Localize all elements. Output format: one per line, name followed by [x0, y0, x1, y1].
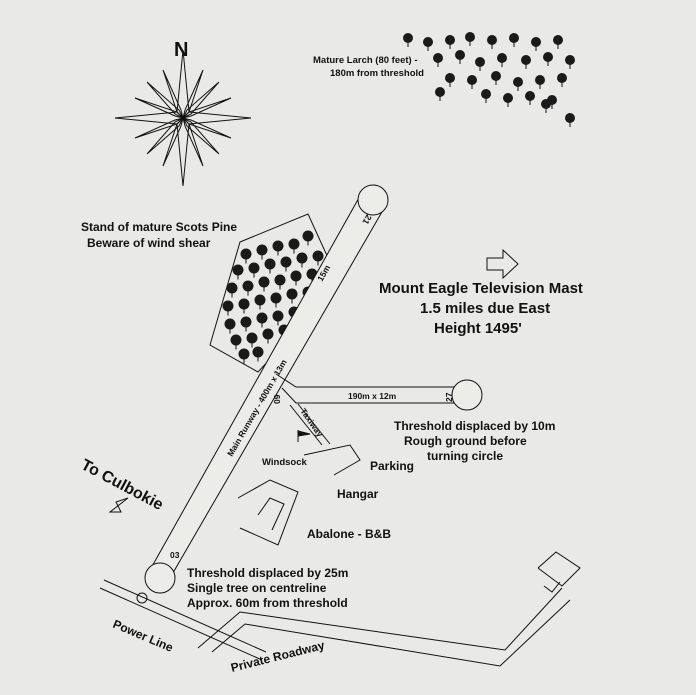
tree-icon	[272, 240, 284, 252]
tree-icon	[222, 300, 234, 312]
disp25-label-2: Single tree on centreline	[187, 581, 327, 595]
tree-icon	[240, 248, 252, 260]
tree-icon	[467, 75, 477, 85]
main-runway	[144, 184, 389, 594]
disp25-label-3: Approx. 60m from threshold	[187, 596, 348, 610]
tree-icon	[445, 35, 455, 45]
centreline-tree-icon	[136, 592, 148, 604]
private-roadway-label: Private Roadway	[229, 638, 326, 675]
mast-label-2: 1.5 miles due East	[420, 300, 550, 317]
tree-icon	[565, 113, 575, 123]
north-label: N	[174, 39, 188, 61]
tree-icon	[509, 33, 519, 43]
hangar-label: Hangar	[337, 487, 379, 501]
tree-icon	[232, 264, 244, 276]
parking-label: Parking	[370, 459, 414, 473]
power-line-label: Power Line	[111, 617, 176, 655]
tree-icon	[272, 310, 284, 322]
tree-icon	[274, 274, 286, 286]
tree-icon	[288, 238, 300, 250]
tree-icon	[242, 280, 254, 292]
tree-icon	[433, 53, 443, 63]
tree-icon	[531, 37, 541, 47]
tree-icon	[525, 91, 535, 101]
mast-label-1: Mount Eagle Television Mast	[379, 280, 583, 297]
compass-rose-icon	[114, 49, 252, 187]
larch-label-1: Mature Larch (80 feet) -	[313, 55, 418, 66]
tree-icon	[445, 73, 455, 83]
runway-number-27: 27	[444, 392, 454, 402]
tree-icon	[521, 55, 531, 65]
tree-icon	[290, 270, 302, 282]
tree-icon	[286, 288, 298, 300]
tree-icon	[302, 230, 314, 242]
tree-icon	[491, 71, 501, 81]
runway-number-03: 03	[170, 550, 180, 560]
tree-icon	[435, 87, 445, 97]
tree-icon	[543, 52, 553, 62]
tree-icon	[280, 256, 292, 268]
tree-icon	[230, 334, 242, 346]
pine-label-1: Stand of mature Scots Pine	[81, 220, 237, 234]
tree-icon	[238, 348, 250, 360]
tree-icon	[541, 99, 551, 109]
taxiway	[237, 403, 361, 546]
larch-label-2: 180m from threshold	[330, 68, 424, 79]
tree-icon	[565, 55, 575, 65]
culbokie-arrow-icon	[108, 497, 129, 513]
tree-icon	[553, 35, 563, 45]
private-roadway	[197, 551, 581, 667]
tree-icon	[264, 258, 276, 270]
larch-trees	[403, 32, 575, 127]
tree-icon	[256, 312, 268, 324]
tree-icon	[465, 32, 475, 42]
disp25-label-1: Threshold displaced by 25m	[187, 566, 348, 580]
disp10-label-2: Rough ground before	[404, 434, 527, 448]
tree-icon	[403, 33, 413, 43]
runway-number-21: 21	[360, 213, 374, 226]
runway-number-09: 09	[272, 394, 282, 404]
tree-icon	[455, 50, 465, 60]
tree-icon	[487, 35, 497, 45]
culbokie-label: To Culbokie	[78, 457, 166, 514]
tree-icon	[497, 53, 507, 63]
disp10-label-3: turning circle	[427, 449, 503, 463]
tree-icon	[503, 93, 513, 103]
tree-icon	[513, 77, 523, 87]
tree-icon	[481, 89, 491, 99]
cross-runway-label: 190m x 12m	[348, 391, 397, 401]
tree-icon	[262, 328, 274, 340]
tree-icon	[224, 318, 236, 330]
tree-icon	[240, 316, 252, 328]
tree-icon	[312, 250, 324, 262]
main-runway-label: Main Runway - 400m x 13m	[225, 357, 289, 458]
tree-icon	[296, 252, 308, 264]
tree-icon	[238, 298, 250, 310]
tree-icon	[256, 244, 268, 256]
tree-icon	[475, 57, 485, 67]
abalone-label: Abalone - B&B	[307, 527, 391, 541]
pine-label-2: Beware of wind shear	[87, 236, 211, 250]
tree-icon	[270, 292, 282, 304]
tree-icon	[254, 294, 266, 306]
mast-label-3: Height 1495'	[434, 320, 522, 337]
east-arrow-icon	[486, 248, 519, 280]
tree-icon	[423, 37, 433, 47]
tree-icon	[226, 282, 238, 294]
tree-icon	[258, 276, 270, 288]
tree-icon	[246, 332, 258, 344]
windsock-icon	[297, 430, 311, 442]
disp10-label-1: Threshold displaced by 10m	[394, 419, 555, 433]
tree-icon	[535, 75, 545, 85]
cross-runway	[275, 373, 483, 411]
tree-icon	[248, 262, 260, 274]
tree-icon	[557, 73, 567, 83]
tree-icon	[252, 346, 264, 358]
windsock-label: Windsock	[262, 457, 307, 468]
power-line	[99, 579, 267, 661]
